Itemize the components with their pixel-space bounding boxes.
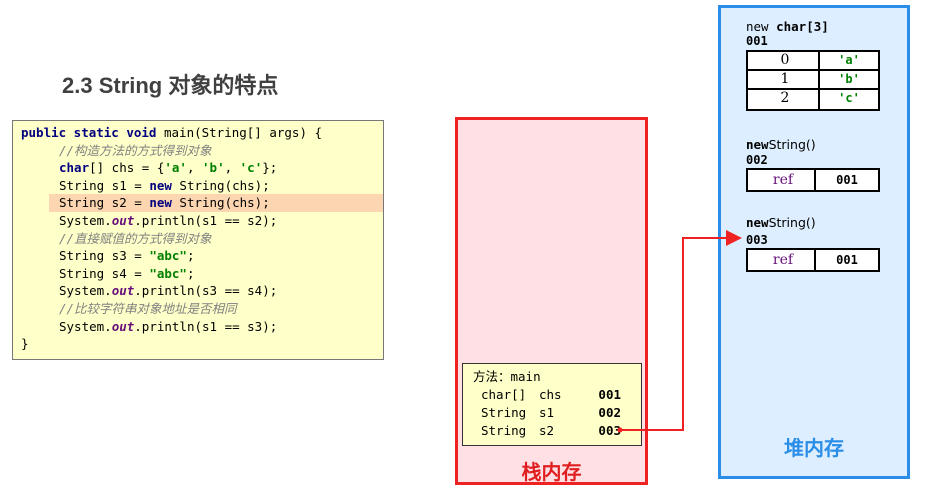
stack-var-name: s2 xyxy=(539,423,555,438)
code-line: System.out.println(s1 == s2); xyxy=(59,213,278,228)
array-cell: 2'c' xyxy=(748,90,878,109)
code-line: System.out.println(s3 == s4); xyxy=(59,283,278,299)
array-cell: 0'a' xyxy=(748,52,878,71)
array-address: 001 xyxy=(746,34,768,48)
string-object-address: 003 xyxy=(746,233,768,247)
code-block: public static void main(String[] args) {… xyxy=(12,120,384,360)
string-object-decl: newString() xyxy=(746,137,816,152)
stack-var-type: String xyxy=(481,405,527,420)
stack-var-name: chs xyxy=(539,387,562,402)
stack-memory: 方法：main char[] chs 001 String s1 002 Str… xyxy=(455,117,648,485)
code-line: System.out.println(s1 == s3); xyxy=(59,318,278,334)
char-array: 0'a' 1'b' 2'c' xyxy=(746,50,880,111)
code-line: public static void main(String[] args) { xyxy=(21,125,323,140)
stack-var-type: char[] xyxy=(481,387,527,402)
heap-memory-label: 堆内存 xyxy=(784,436,844,460)
heap-memory: new char[3] 001 0'a' 1'b' 2'c' newString… xyxy=(718,5,910,479)
stack-var-value: 002 xyxy=(598,405,621,420)
code-comment: //构造方法的方式得到对象 xyxy=(59,142,212,158)
string-object-address: 002 xyxy=(746,153,768,167)
code-line: String s3 = "abc"; xyxy=(59,248,195,264)
stack-memory-label: 栈内存 xyxy=(521,460,582,484)
code-line: char[] chs = {'a', 'b', 'c'}; xyxy=(59,160,278,176)
frame-title: 方法：main xyxy=(473,369,541,384)
code-line: } xyxy=(21,336,29,352)
code-comment: //直接赋值的方式得到对象 xyxy=(59,230,212,246)
main-method-frame: 方法：main char[] chs 001 String s1 002 Str… xyxy=(462,363,642,446)
stack-var-value: 001 xyxy=(598,387,621,402)
code-line: String s4 = "abc"; xyxy=(59,265,195,281)
code-comment: //比较字符串对象地址是否相同 xyxy=(59,301,237,316)
string-object-decl: newString() xyxy=(746,215,816,230)
code-line: String s1 = new String(chs); xyxy=(59,177,270,193)
stack-var-name: s1 xyxy=(539,405,555,420)
stack-var-type: String xyxy=(481,423,527,438)
page-title: 2.3 String 对象的特点 xyxy=(62,73,279,98)
array-cell: 1'b' xyxy=(748,71,878,90)
stack-var-value: 003 xyxy=(598,423,621,438)
array-decl: new char[3] xyxy=(746,19,829,34)
code-line-highlighted: String s2 = new String(chs); xyxy=(49,194,383,212)
